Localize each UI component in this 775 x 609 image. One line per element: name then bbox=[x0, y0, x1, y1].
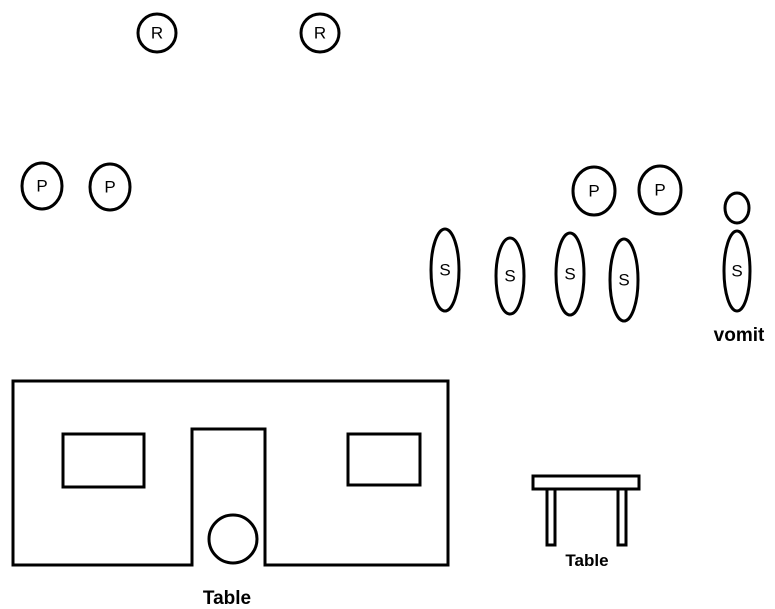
person-r-2: R bbox=[299, 12, 341, 54]
person-s-3: S bbox=[554, 231, 586, 317]
person-p-3-circle bbox=[571, 165, 617, 217]
person-s-3-label: S bbox=[564, 265, 575, 284]
person-p-2-circle bbox=[88, 162, 132, 212]
big-table-right-rect bbox=[346, 432, 422, 487]
big-table-seat-circle bbox=[207, 513, 259, 565]
small-table-label: Table bbox=[565, 551, 608, 570]
person-r-1-circle bbox=[136, 12, 178, 54]
person-s-4-ellipse bbox=[608, 237, 640, 323]
person-p-1-label: P bbox=[36, 177, 47, 196]
person-p-4-circle bbox=[637, 164, 683, 216]
person-s-4-label: S bbox=[618, 271, 629, 290]
person-s-3-ellipse bbox=[554, 231, 586, 317]
person-s-4: S bbox=[608, 237, 640, 323]
person-s-1: S bbox=[429, 227, 461, 313]
person-s-2: S bbox=[494, 236, 526, 316]
person-p-3-label: P bbox=[588, 182, 599, 201]
person-p-4-label: P bbox=[654, 181, 665, 200]
vomit-label: vomit bbox=[714, 325, 765, 346]
person-r-2-circle bbox=[299, 12, 341, 54]
person-s-5-label: S bbox=[731, 262, 742, 281]
person-s-5-ellipse bbox=[722, 229, 752, 313]
vomit-person-head bbox=[723, 191, 751, 225]
big-table-label: Table bbox=[203, 588, 251, 609]
person-p-2-label: P bbox=[104, 178, 115, 197]
big-table-left-rect bbox=[61, 432, 146, 489]
person-s-2-ellipse bbox=[494, 236, 526, 316]
person-r-2-label: R bbox=[314, 24, 326, 43]
person-r-1: R bbox=[136, 12, 178, 54]
small-table-right-leg bbox=[616, 487, 628, 547]
person-s-1-ellipse bbox=[429, 227, 461, 313]
small-table bbox=[531, 474, 641, 547]
person-p-3: P bbox=[571, 165, 617, 217]
person-s-1-label: S bbox=[439, 261, 450, 280]
person-p-1-circle bbox=[20, 161, 64, 211]
person-p-2: P bbox=[88, 162, 132, 212]
big-table-outline bbox=[11, 379, 450, 567]
person-p-1: P bbox=[20, 161, 64, 211]
big-table bbox=[11, 379, 450, 567]
vomit-person: S bbox=[722, 191, 752, 313]
small-table-top bbox=[531, 474, 641, 491]
person-r-1-label: R bbox=[151, 24, 163, 43]
small-table-left-leg bbox=[545, 487, 557, 547]
person-p-4: P bbox=[637, 164, 683, 216]
person-s-2-label: S bbox=[504, 267, 515, 286]
